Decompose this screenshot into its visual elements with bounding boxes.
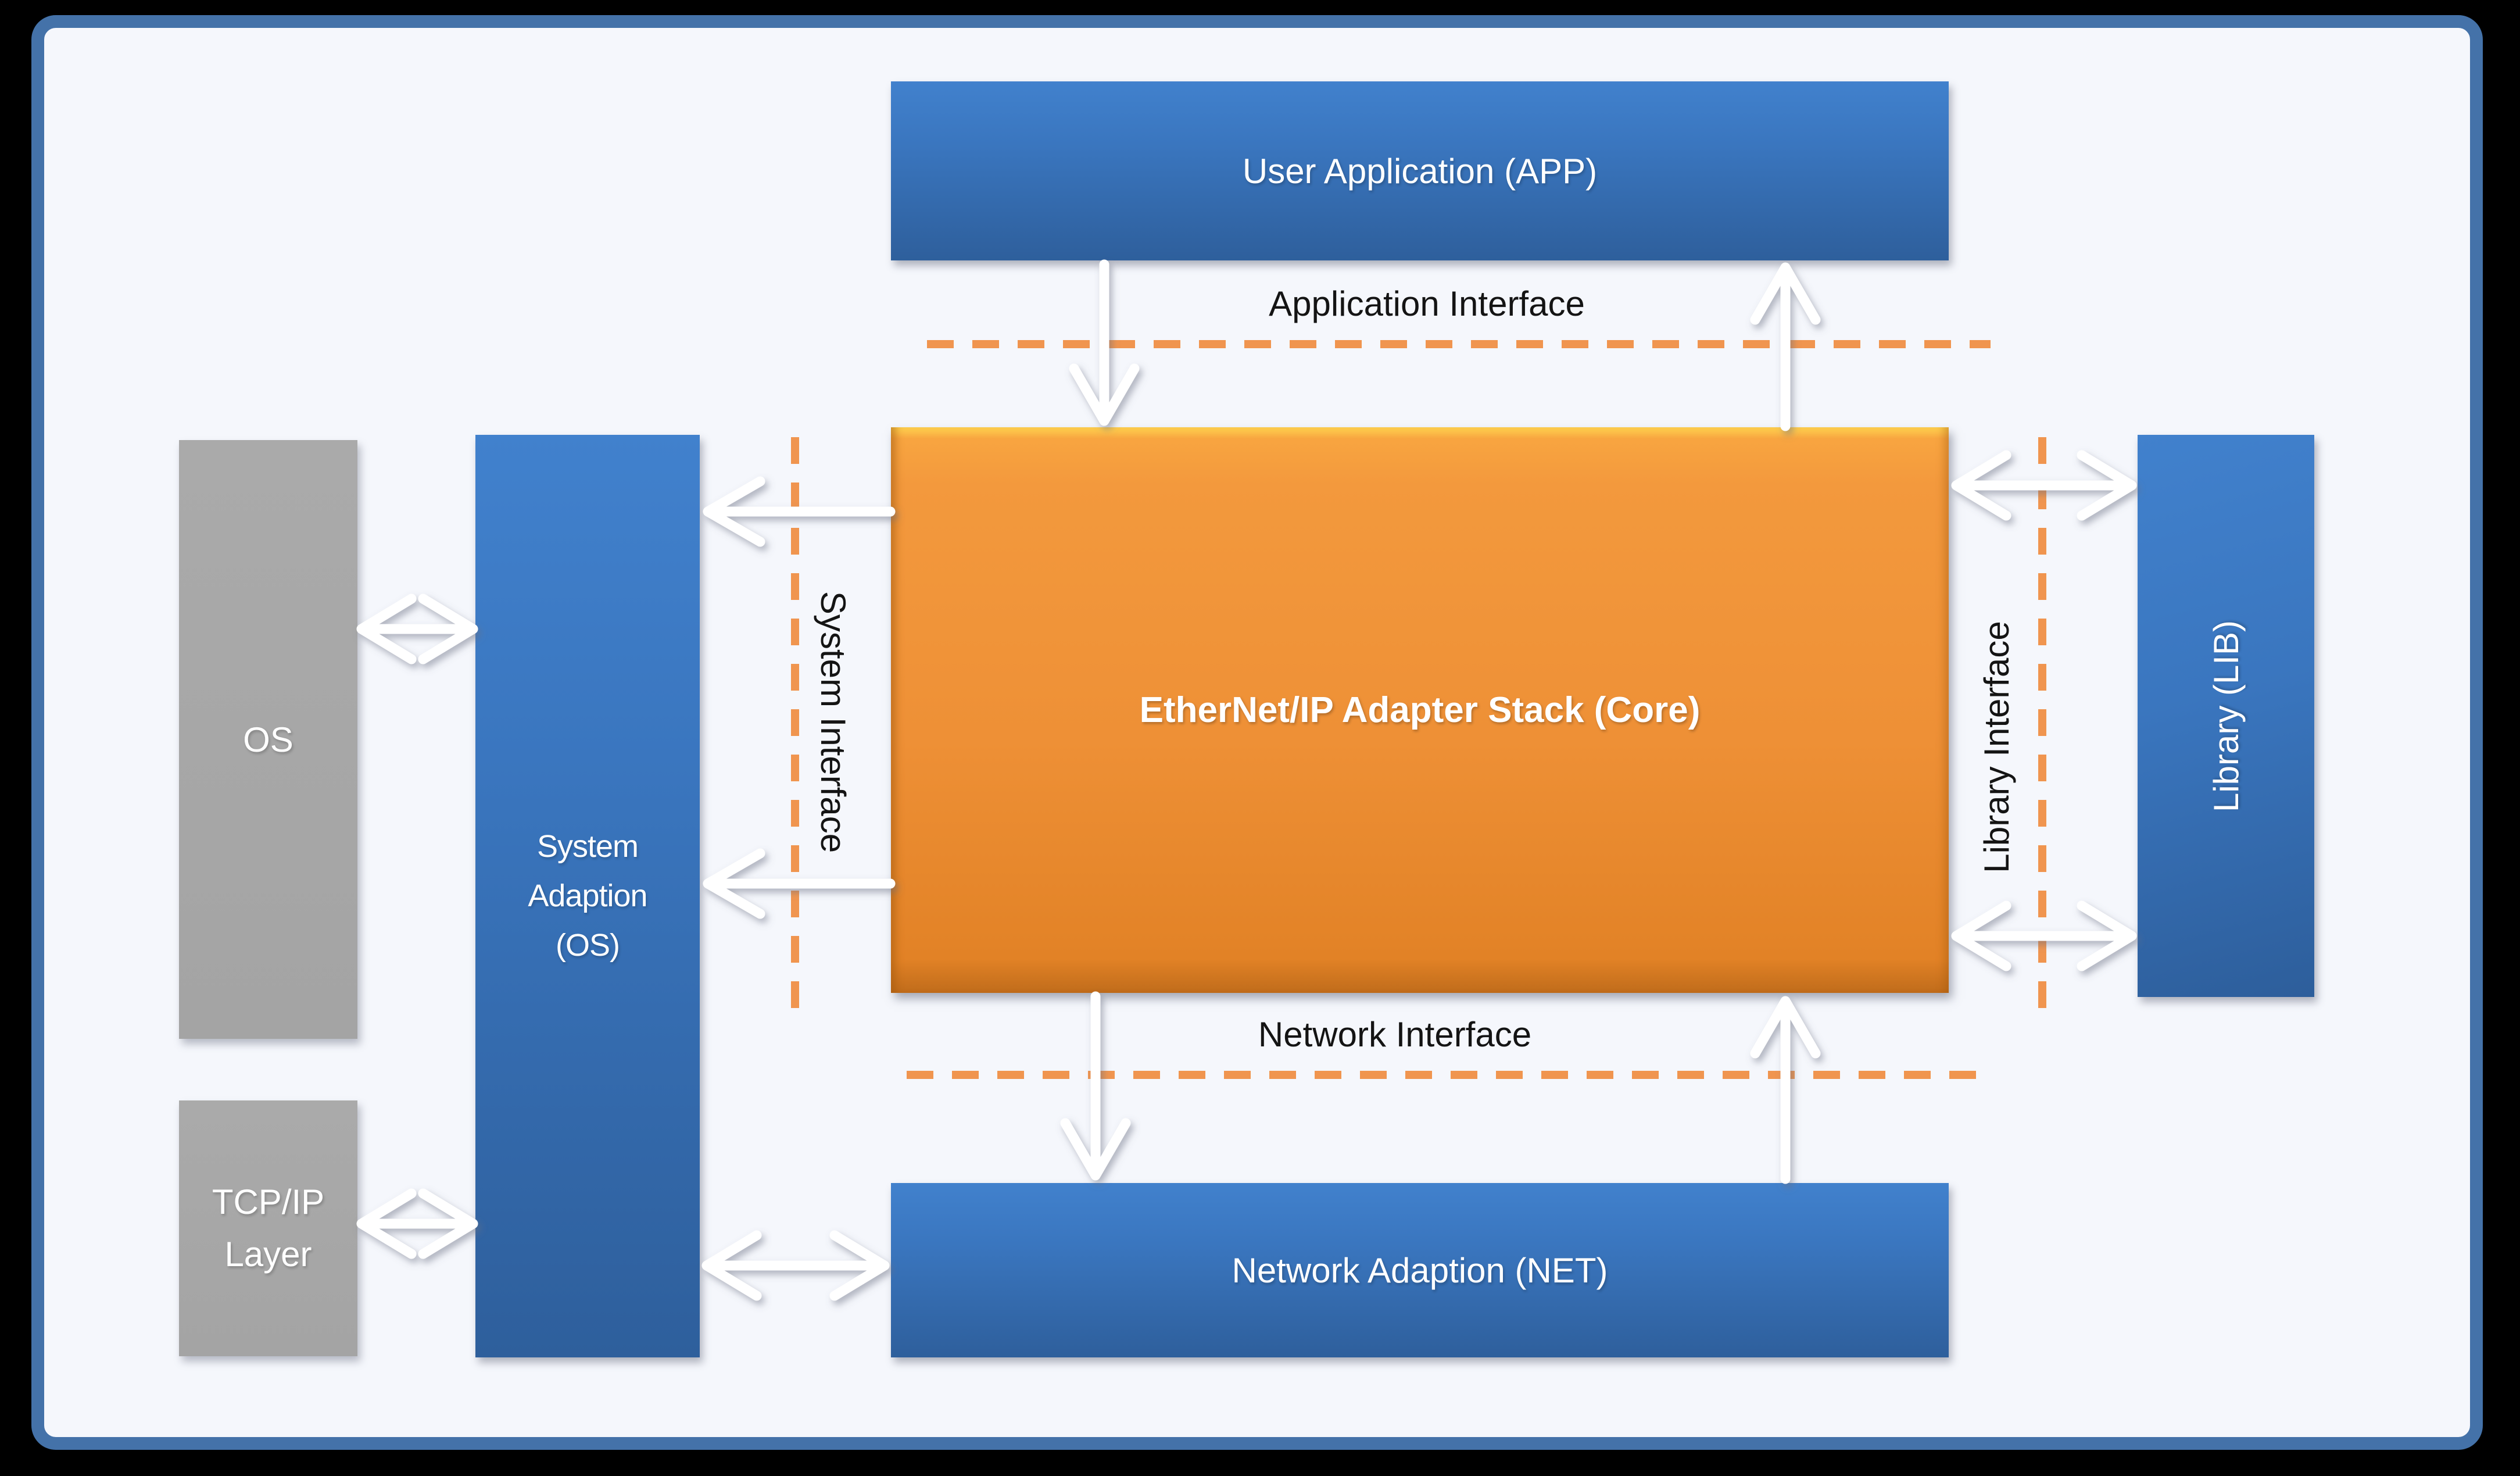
box-network-adaption: Network Adaption (NET)	[891, 1183, 1949, 1357]
application-interface-divider	[927, 340, 1991, 348]
box-system-adaption: System Adaption (OS)	[475, 435, 700, 1357]
tcpip-layer-label: TCP/IP Layer	[212, 1176, 324, 1281]
tcpip-line1: TCP/IP	[212, 1182, 325, 1221]
core-stack-label: EtherNet/IP Adapter Stack (Core)	[1139, 690, 1701, 730]
arrow-core-library-upper-icon	[1951, 450, 2137, 521]
arrow-app-to-core-icon	[1069, 259, 1140, 426]
tcpip-line2: Layer	[224, 1235, 312, 1274]
box-os: OS	[179, 440, 357, 1039]
arrow-core-to-net-icon	[1060, 991, 1131, 1181]
arrow-core-to-system-adaption-lower-icon	[703, 848, 896, 919]
box-user-application: User Application (APP)	[891, 81, 1949, 260]
system-adaption-line2: Adaption	[528, 878, 647, 913]
system-adaption-line3: (OS)	[556, 928, 620, 963]
network-interface-divider	[907, 1071, 1985, 1079]
system-adaption-label: System Adaption (OS)	[528, 822, 647, 971]
user-application-label: User Application (APP)	[1242, 151, 1598, 191]
system-adaption-line1: System	[536, 828, 639, 864]
library-interface-divider	[2038, 437, 2046, 1016]
box-library	[2138, 435, 2314, 997]
arrow-core-to-app-icon	[1750, 262, 1821, 431]
system-interface-divider	[791, 437, 799, 1016]
arrow-tcpip-system-adaption-icon	[356, 1188, 478, 1259]
arrow-system-adaption-net-icon	[701, 1230, 890, 1301]
network-adaption-label: Network Adaption (NET)	[1232, 1250, 1608, 1290]
arrow-core-to-system-adaption-upper-icon	[703, 476, 896, 547]
network-interface-label: Network Interface	[1258, 1015, 1532, 1054]
box-core-stack: EtherNet/IP Adapter Stack (Core)	[891, 427, 1949, 993]
arrow-core-library-lower-icon	[1951, 900, 2137, 971]
application-interface-label: Application Interface	[1269, 284, 1585, 323]
box-tcpip-layer: TCP/IP Layer	[179, 1100, 357, 1356]
os-label: OS	[243, 720, 293, 759]
arrow-net-to-core-icon	[1750, 996, 1821, 1184]
arrow-os-system-adaption-icon	[356, 594, 478, 664]
